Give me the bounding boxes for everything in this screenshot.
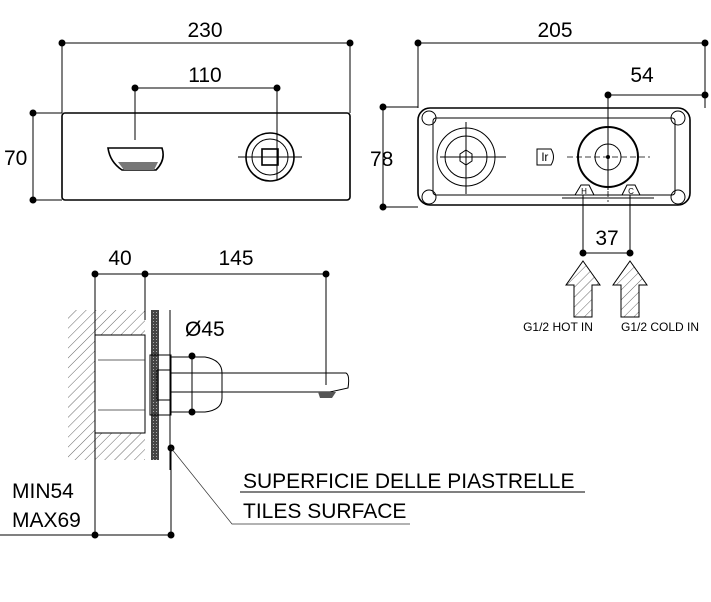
dimension-spacing-110: 110 xyxy=(131,64,281,180)
concealed-body xyxy=(94,334,146,434)
cold-inlet-label: G1/2 COLD IN xyxy=(621,320,699,334)
dimension-spout-145: 145 xyxy=(145,247,330,385)
dimension-height-70: 70 xyxy=(4,109,62,204)
dimension-label: 54 xyxy=(630,64,654,87)
dimension-inlet-spacing-37: 37 xyxy=(579,195,634,257)
dimension-label: 205 xyxy=(537,19,572,42)
side-view: 40 145 Ø45 MIN54 MAX69 xyxy=(0,247,585,539)
dimension-label: 78 xyxy=(370,148,393,171)
brand-logo: lr xyxy=(536,148,554,166)
dimension-label: 145 xyxy=(218,247,253,270)
dimension-height-78: 78 xyxy=(370,103,418,211)
surface-label-italian: SUPERFICIE DELLE PIASTRELLE xyxy=(243,470,574,493)
cover-plate xyxy=(61,112,351,201)
control-knob xyxy=(238,132,302,182)
mounting-box: lr H C xyxy=(417,107,691,206)
max-depth-label: MAX69 xyxy=(12,509,81,532)
hot-inlet-label: G1/2 HOT IN xyxy=(523,320,593,334)
dimension-diameter-45: Ø45 xyxy=(185,318,225,416)
hot-mark: H xyxy=(581,187,587,196)
svg-text:lr: lr xyxy=(542,150,549,164)
spout-outlet xyxy=(107,147,164,171)
surface-label-english: TILES SURFACE xyxy=(243,500,406,523)
back-view: 205 54 78 lr xyxy=(370,19,709,334)
dimension-label: 230 xyxy=(187,19,222,42)
dimension-label: 110 xyxy=(188,64,221,87)
dimension-label: 70 xyxy=(4,147,27,170)
dimension-label: Ø45 xyxy=(185,318,225,341)
dimension-label: 37 xyxy=(595,227,618,250)
hot-inlet-arrow-icon xyxy=(565,260,601,318)
cold-mark: C xyxy=(628,187,634,196)
tiles-surface-callout: SUPERFICIE DELLE PIASTRELLE TILES SURFAC… xyxy=(170,447,585,525)
dimension-width-205: 205 xyxy=(414,19,709,108)
dimension-label: 40 xyxy=(108,247,131,270)
dimension-wall-depth: MIN54 MAX69 xyxy=(0,444,175,539)
front-view: 230 110 70 xyxy=(4,19,354,204)
dimension-width-230: 230 xyxy=(58,19,354,113)
cold-inlet-arrow-icon xyxy=(612,260,648,318)
min-depth-label: MIN54 xyxy=(12,480,74,503)
tile-layer xyxy=(151,310,159,460)
dimension-offset-54: 54 xyxy=(604,64,709,190)
